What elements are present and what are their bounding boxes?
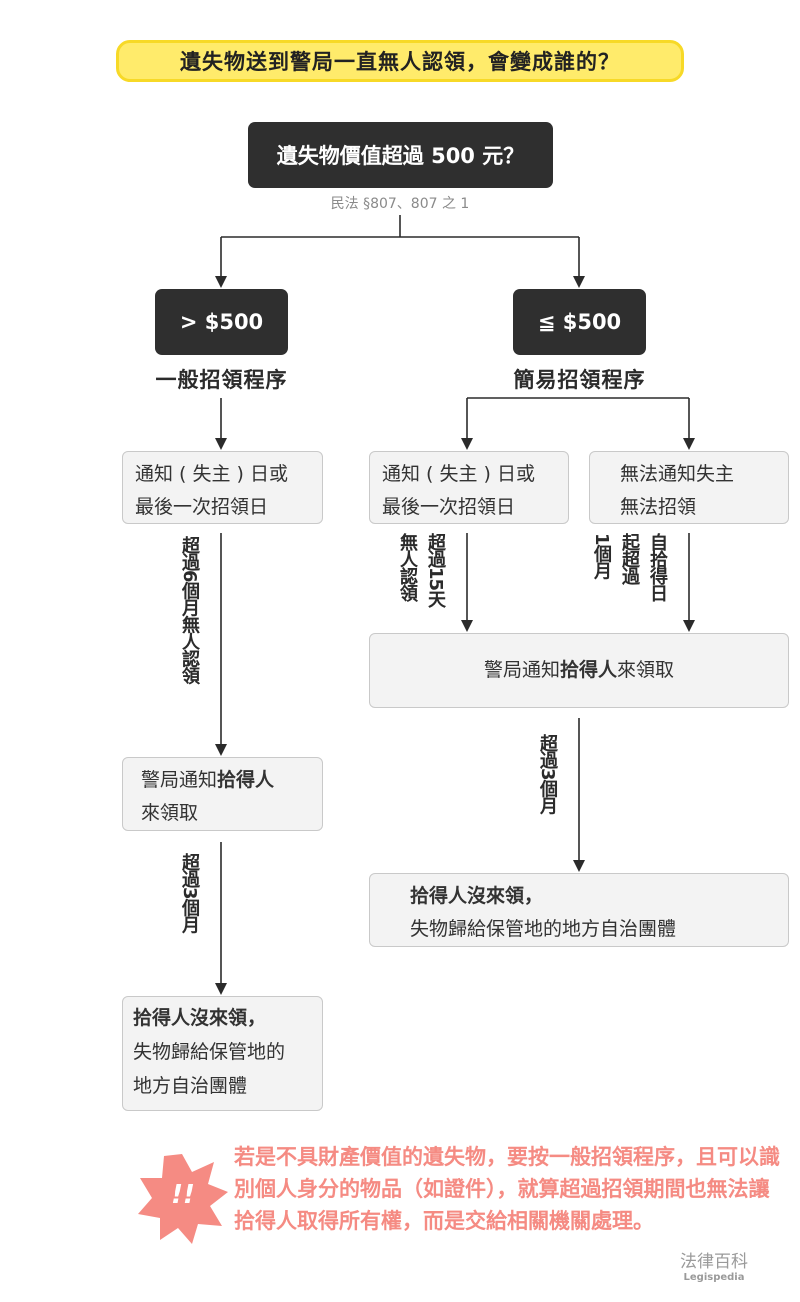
left-notify-post: 來領取 bbox=[141, 802, 199, 824]
arrowhead bbox=[215, 438, 227, 450]
right-result-bold: 拾得人沒來領， bbox=[410, 885, 544, 907]
exclamation-text: !! bbox=[171, 1180, 195, 1210]
right-start-line1: 通知 ( 失主 ) 日或 bbox=[382, 463, 535, 485]
logo: 法律百科 Legispedia bbox=[664, 1247, 764, 1283]
right-result-box: 拾得人沒來領， 失物歸給保管地的地方自治團體 bbox=[369, 873, 789, 947]
left-notify-bold: 拾得人 bbox=[217, 769, 275, 791]
left-result-box: 拾得人沒來領， 失物歸給保管地的 地方自治團體 bbox=[122, 996, 323, 1111]
left-start-box: 通知 ( 失主 ) 日或 最後一次招領日 bbox=[122, 451, 323, 524]
left-notify-pre: 警局通知 bbox=[141, 769, 218, 791]
right-wait-b-label-3: 1個月 bbox=[591, 533, 612, 579]
right-start-line2: 最後一次招領日 bbox=[382, 496, 516, 518]
logo-zh: 法律百科 bbox=[680, 1252, 748, 1272]
right-notify-bold: 拾得人 bbox=[559, 659, 617, 681]
left-notify-box: 警局通知拾得人 來領取 bbox=[122, 757, 323, 831]
arrowhead bbox=[215, 744, 227, 756]
general-procedure-title: 一般招領程序 bbox=[155, 368, 288, 392]
right-result-line2: 失物歸給保管地的地方自治團體 bbox=[410, 918, 677, 940]
right-wait-b-label-2: 起超過 bbox=[619, 533, 640, 584]
question-box: 遺失物價值超過 500 元？ bbox=[248, 122, 553, 188]
simple-procedure-title: 簡易招領程序 bbox=[513, 368, 646, 392]
arrowhead bbox=[683, 438, 695, 450]
arrowhead bbox=[215, 276, 227, 288]
right-alt-box: 無法通知失主 無法招領 bbox=[589, 451, 789, 524]
exclamation-burst-icon bbox=[138, 1154, 228, 1244]
right-notify-pre: 警局通知 bbox=[483, 659, 560, 681]
arrowhead bbox=[215, 983, 227, 995]
arrowhead bbox=[573, 276, 585, 288]
arrowhead bbox=[573, 860, 585, 872]
right-start-box: 通知 ( 失主 ) 日或 最後一次招領日 bbox=[369, 451, 569, 524]
right-notify-box: 警局通知拾得人來領取 bbox=[369, 633, 789, 708]
logo-en: Legispedia bbox=[683, 1272, 745, 1283]
left-wait-label: 超過6個月無人認領 bbox=[179, 536, 200, 684]
branch-less-equal-box: ≦ $500 bbox=[513, 289, 646, 355]
arrowhead bbox=[461, 620, 473, 632]
right-alt-line1: 無法通知失主 bbox=[620, 463, 735, 485]
left-start-line2: 最後一次招領日 bbox=[135, 496, 269, 518]
left-result-line3: 地方自治團體 bbox=[133, 1075, 248, 1097]
branch-greater-than-box: > $500 bbox=[155, 289, 288, 355]
page-title: 遺失物送到警局一直無人認領，會變成誰的？ bbox=[116, 40, 684, 82]
left-start-line1: 通知 ( 失主 ) 日或 bbox=[135, 463, 288, 485]
right-wait2-label: 超過3個月 bbox=[537, 734, 558, 814]
right-alt-line2: 無法招領 bbox=[620, 496, 697, 518]
law-reference: 民法 §807、807 之 1 bbox=[330, 196, 470, 212]
right-wait-a-label-1: 超過15天 bbox=[425, 533, 446, 608]
left-result-line2: 失物歸給保管地的 bbox=[133, 1041, 286, 1063]
right-wait-b-label-1: 自拾得日 bbox=[647, 533, 668, 601]
right-wait-a-label-2: 無人認領 bbox=[397, 533, 418, 601]
footnote-text: 若是不具財產價值的遺失物，要按一般招領程序，且可以識別個人身分的物品（如證件），… bbox=[234, 1145, 780, 1233]
left-wait2-label: 超過3個月 bbox=[179, 853, 200, 933]
right-notify-post: 來領取 bbox=[617, 659, 675, 681]
arrowhead bbox=[683, 620, 695, 632]
arrowhead bbox=[461, 438, 473, 450]
left-result-bold: 拾得人沒來領， bbox=[133, 1007, 267, 1029]
